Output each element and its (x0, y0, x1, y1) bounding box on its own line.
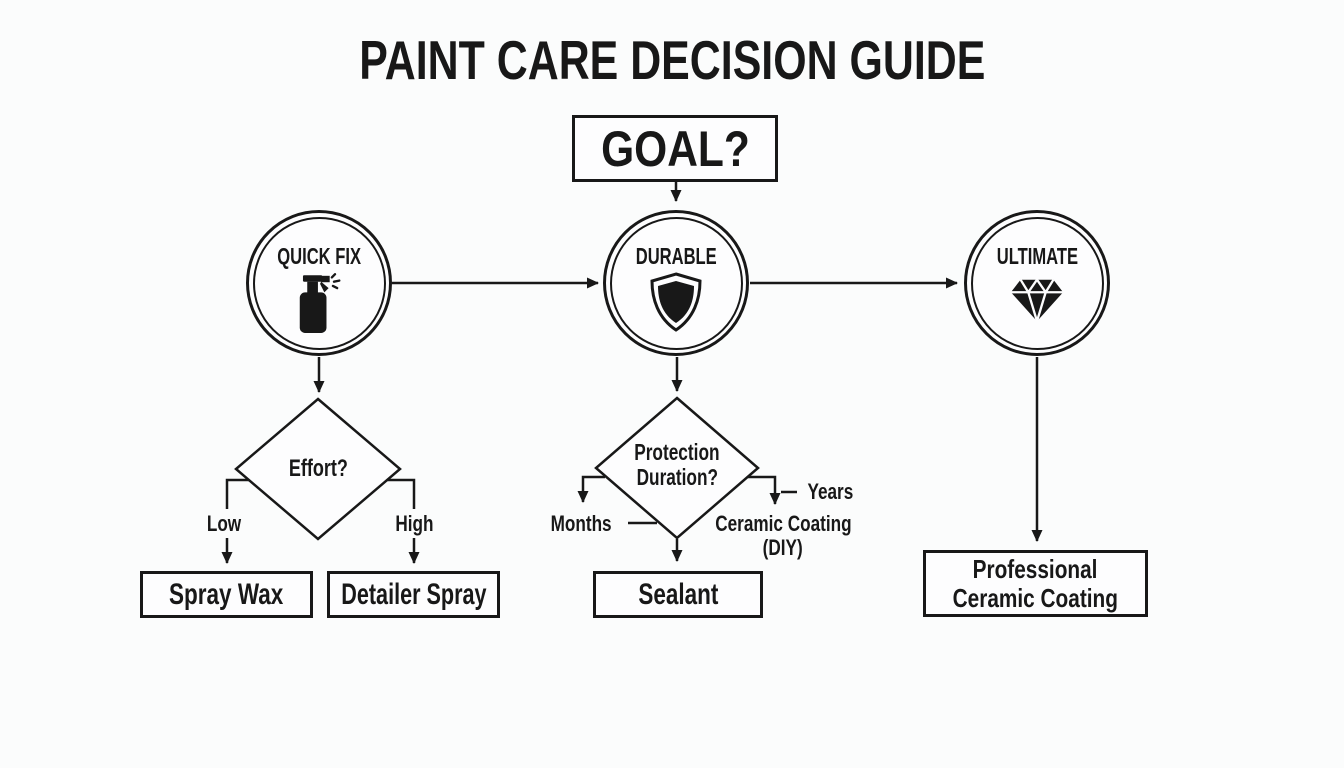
arrow-duration-years (748, 475, 797, 505)
professional-ceramic-coating-box: Professional Ceramic Coating (923, 550, 1148, 617)
node-ultimate: ULTIMATE (964, 210, 1110, 356)
effort-diamond-shape (234, 397, 402, 541)
sealant-box: Sealant (593, 571, 763, 618)
quick-fix-label: QUICK FIX (277, 243, 361, 269)
detailer-spray-box: Detailer Spray (327, 571, 500, 618)
goal-label: GOAL? (600, 120, 750, 177)
node-inner-ring (970, 216, 1104, 350)
effort-question: Effort? (288, 455, 348, 482)
duration-question: Protection Duration? (634, 439, 720, 490)
effort-low-label: Low (206, 511, 242, 536)
durable-label: DURABLE (635, 243, 717, 269)
duration-years-label: Years (807, 479, 854, 504)
page-title: PAINT CARE DECISION GUIDE (358, 29, 986, 91)
diamond-gem-icon (1008, 271, 1066, 330)
node-durable: DURABLE (603, 210, 749, 356)
ultimate-label: ULTIMATE (996, 243, 1078, 269)
shield-icon (648, 271, 704, 338)
node-inner-ring (609, 216, 743, 350)
node-inner-ring (252, 216, 386, 350)
duration-diamond-shape (594, 396, 760, 540)
spray-wax-box: Spray Wax (140, 571, 313, 618)
duration-months-label: Months (550, 511, 612, 536)
effort-high-label: High (394, 511, 434, 536)
goal-box: GOAL? (572, 115, 778, 182)
spray-bottle-icon (294, 271, 344, 338)
node-quick-fix: QUICK FIX (246, 210, 392, 356)
arrow-effort-low (221, 478, 249, 564)
ceramic-coating-diy-result: Ceramic Coating (DIY) (714, 511, 852, 560)
arrow-effort-high (387, 478, 420, 564)
arrow-duration-months (577, 475, 657, 525)
